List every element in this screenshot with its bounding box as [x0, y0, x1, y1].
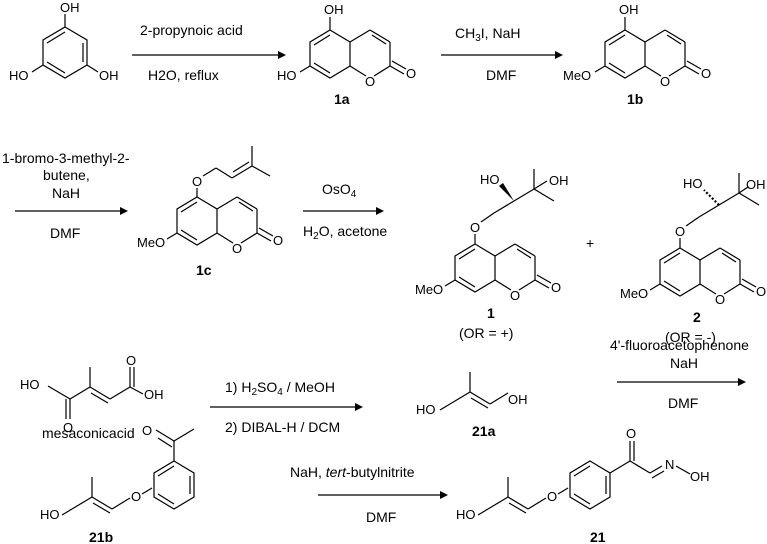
condition-label: 2) DIBAL-H / DCM [225, 419, 340, 435]
compound-label-21: 21 [590, 529, 606, 544]
carbonyl-oxygen-label: O [126, 353, 136, 368]
reagent-label: NaH, tert-butylnitrite [290, 464, 415, 480]
ether-oxygen-label: O [547, 489, 557, 504]
arrowhead [738, 378, 746, 386]
ring-oxygen-label: O [232, 241, 242, 256]
ring-oxygen-label: O [715, 292, 725, 307]
condition-label: DMF [668, 395, 698, 411]
carbonyl-oxygen-label: O [626, 426, 636, 441]
methoxy-label: MeO [415, 282, 443, 297]
ho-label: HO [683, 176, 703, 191]
reagent-label: CH3I, NaH [455, 25, 520, 44]
condition-label: DMF [486, 67, 516, 83]
condition-label: DMF [366, 509, 396, 525]
condition-label: DMF [50, 225, 80, 241]
oh-label: OH [99, 68, 119, 83]
reagent-label: OsO4 [322, 181, 357, 200]
optical-rotation-label: (OR = -) [665, 329, 716, 345]
compound-21a-structure: HO OH [416, 372, 528, 417]
arrowhead [555, 51, 563, 59]
carbonyl-oxygen-label: O [273, 233, 283, 248]
ether-oxygen-label: O [675, 224, 685, 239]
arrowhead [120, 207, 128, 215]
plus-sign: + [586, 235, 594, 251]
oh-label: OH [144, 387, 164, 402]
oh-label: OH [549, 173, 569, 188]
phloroglucinol-structure: OH HO OH [9, 0, 119, 83]
carbonyl-oxygen-label: O [756, 284, 766, 299]
compound-1a-structure: OH HO O O [277, 2, 416, 89]
carbonyl-oxygen-label: O [701, 66, 711, 81]
compound-label-1c: 1c [196, 262, 212, 278]
ring-oxygen-label: O [510, 288, 520, 303]
compound-label-1a: 1a [334, 91, 350, 107]
ether-oxygen-label: O [192, 174, 202, 189]
oh-label: OH [746, 177, 766, 192]
ho-label: HO [416, 402, 436, 417]
oxime-nitrogen-label: N [665, 457, 674, 472]
reagent-label: 1) H2SO4 / MeOH [225, 379, 335, 398]
methoxy-label: MeO [620, 286, 648, 301]
methoxy-label: MeO [563, 68, 591, 83]
oh-label: OH [324, 2, 344, 17]
reagent-label: 2-propynoic acid [140, 22, 243, 38]
carbonyl-oxygen-label: O [63, 420, 73, 435]
optical-rotation-label: (OR = +) [459, 325, 513, 341]
ho-label: HO [480, 172, 500, 187]
methoxy-label: MeO [137, 235, 165, 250]
reagent-label: NaH [52, 185, 80, 201]
ho-label: HO [456, 507, 476, 522]
reagent-label: 1-bromo-3-methyl-2- [2, 150, 130, 166]
reagent-label: 4'-fluoroacetophenone [610, 337, 749, 353]
carbonyl-oxygen-label: O [406, 66, 416, 81]
ho-label: HO [40, 507, 60, 522]
compound-name-mesaconic-acid: mesaconicacid [42, 425, 135, 441]
compound-1-structure: O HO OH MeO O O [415, 169, 569, 303]
compound-21-structure: HO O O N OH [456, 426, 710, 522]
ho-label: HO [277, 68, 297, 83]
condition-label: H2O, reflux [148, 67, 219, 83]
ether-oxygen-label: O [131, 489, 141, 504]
compound-label-1b: 1b [627, 91, 643, 107]
compound-1b-structure: OH MeO O O [563, 2, 711, 89]
oxime-oh-label: OH [690, 469, 710, 484]
reagent-label: butene, [43, 167, 90, 183]
arrowhead [355, 403, 363, 411]
compound-label-21a: 21a [472, 423, 496, 439]
ether-oxygen-label: O [470, 220, 480, 235]
oh-label: OH [619, 2, 639, 17]
oh-label: OH [60, 0, 80, 15]
ho-label: HO [9, 68, 29, 83]
compound-1c-structure: O MeO O O [137, 146, 283, 256]
mesaconic-acid-structure: HO O O OH [20, 353, 164, 435]
reagent-label: NaH [670, 355, 698, 371]
compound-label-1: 1 [487, 305, 495, 321]
carbonyl-oxygen-label: O [551, 280, 561, 295]
compound-label-2: 2 [693, 309, 701, 325]
arrowhead [440, 491, 448, 499]
compound-21b-structure: HO O O [40, 423, 195, 522]
carbonyl-oxygen-label: O [142, 423, 152, 438]
ring-oxygen-label: O [365, 74, 375, 89]
condition-label: H2O, acetone [303, 223, 387, 242]
arrowhead [376, 207, 384, 215]
compound-label-21b: 21b [89, 529, 113, 544]
ho-label: HO [20, 377, 40, 392]
ring-oxygen-label: O [660, 74, 670, 89]
compound-2-structure: O HO OH MeO O O [620, 173, 766, 307]
oh-label: OH [508, 392, 528, 407]
arrowhead [278, 51, 286, 59]
